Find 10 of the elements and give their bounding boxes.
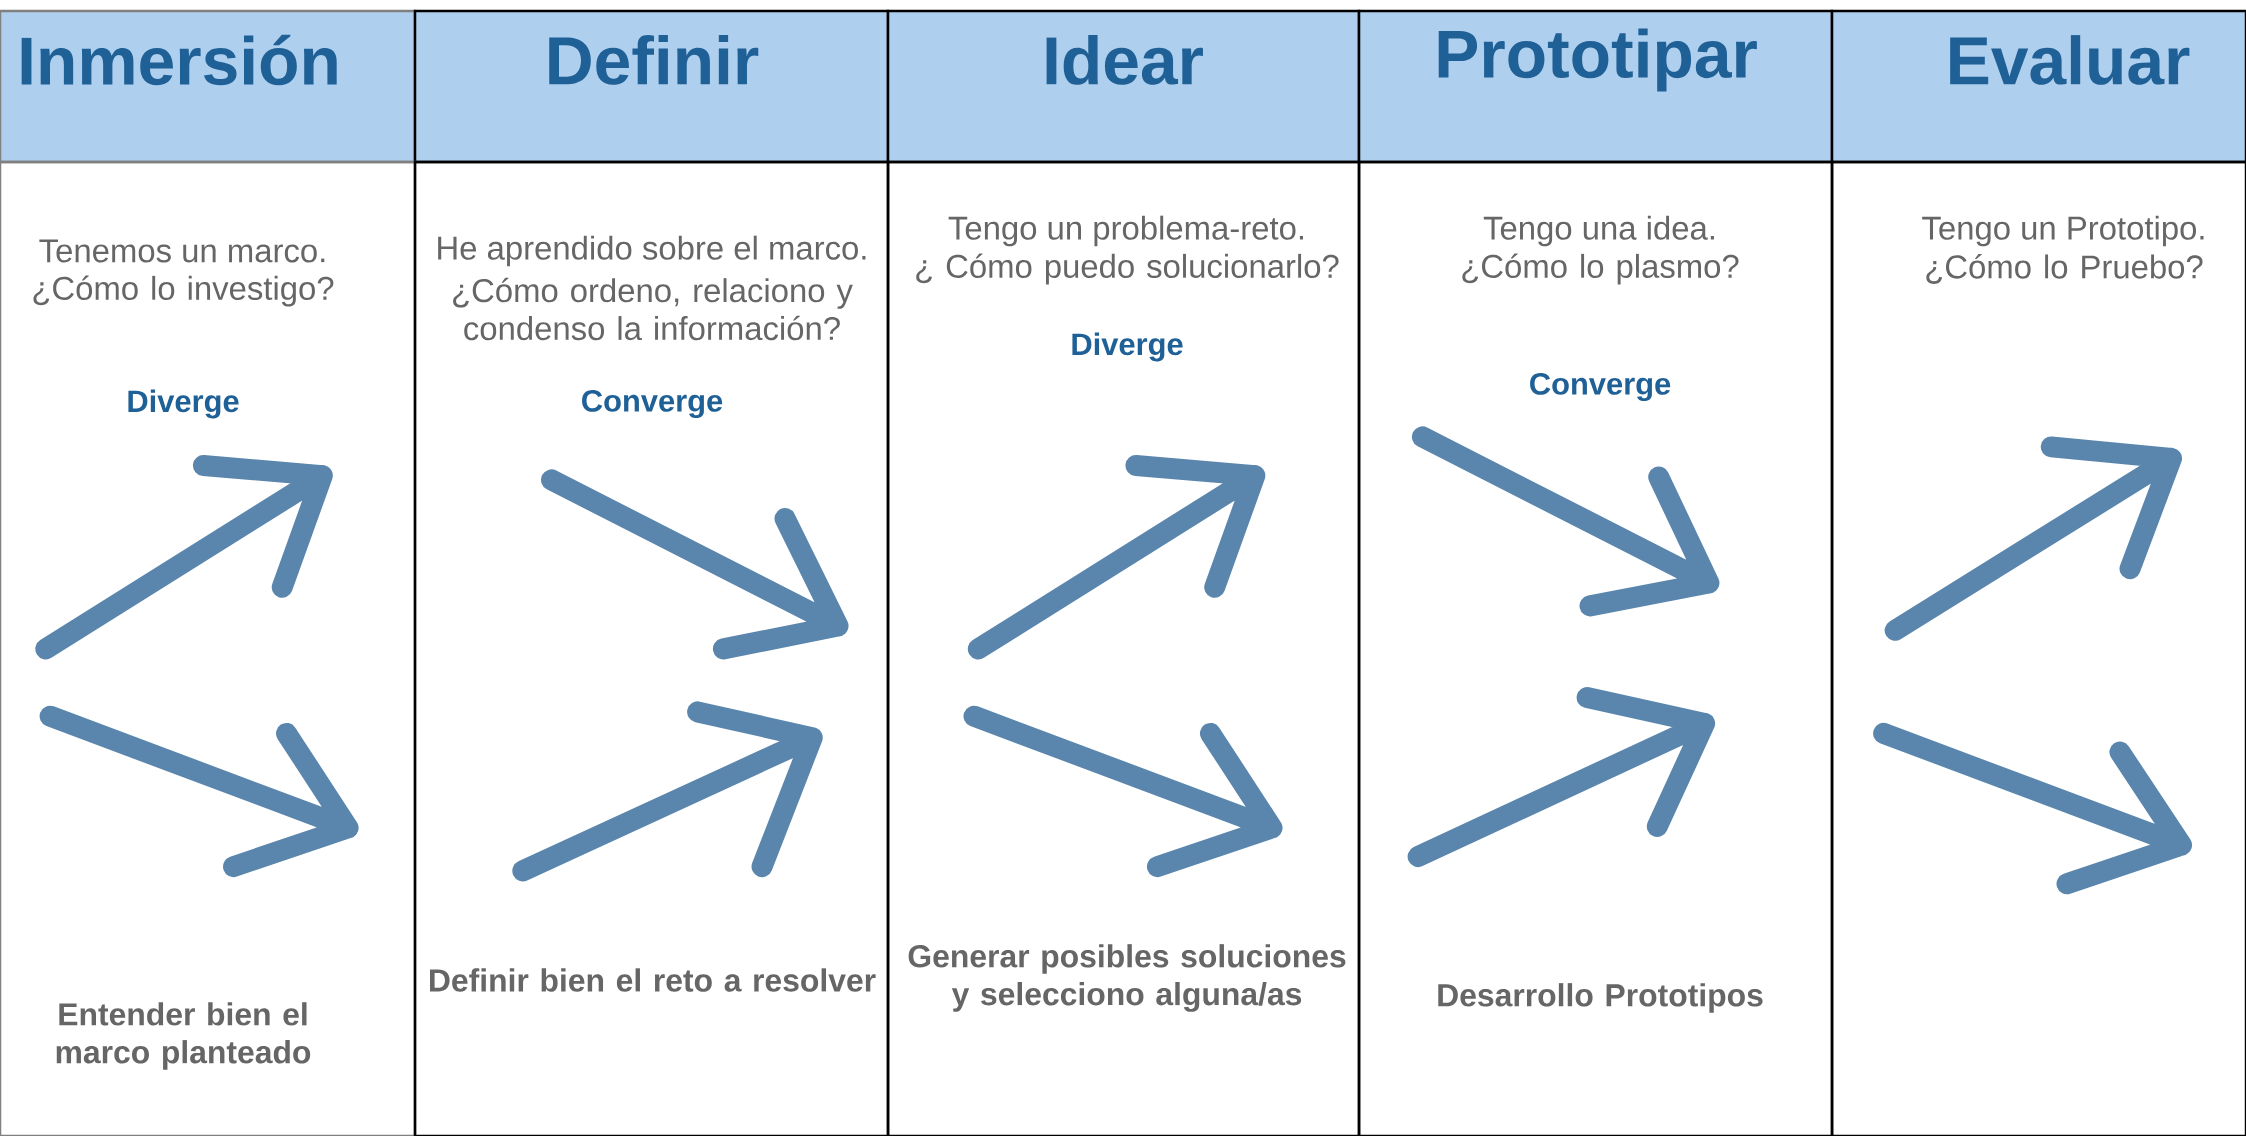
column-header: Inmersión [0, 9, 417, 164]
column-header: Idear [886, 9, 1361, 164]
column-panel: Tengo un Prototipo. ¿Cómo lo Pruebo? [1830, 160, 2246, 1136]
column-header: Evaluar [1830, 9, 2246, 164]
column-panel: Tengo una idea. ¿Cómo lo plasmo? Converge Desarrollo Prototipos [1357, 160, 1834, 1136]
column-panel: He aprendido sobre el marco. ¿Cómo ordeno, relaciono y condenso la información? Converge Definir bien el reto a resolver [413, 160, 890, 1136]
column-header: Prototipar [1357, 9, 1834, 164]
column-header: Definir [413, 9, 890, 164]
column-panel: Tenemos un marco. ¿Cómo lo investigo? Diverge Entender bien el marco planteado [0, 160, 417, 1136]
column-panel: Tengo un problema-reto. ¿ Cómo puedo solucionarlo? Diverge Generar posibles soluciones y selecciono alguna/as [886, 160, 1361, 1136]
